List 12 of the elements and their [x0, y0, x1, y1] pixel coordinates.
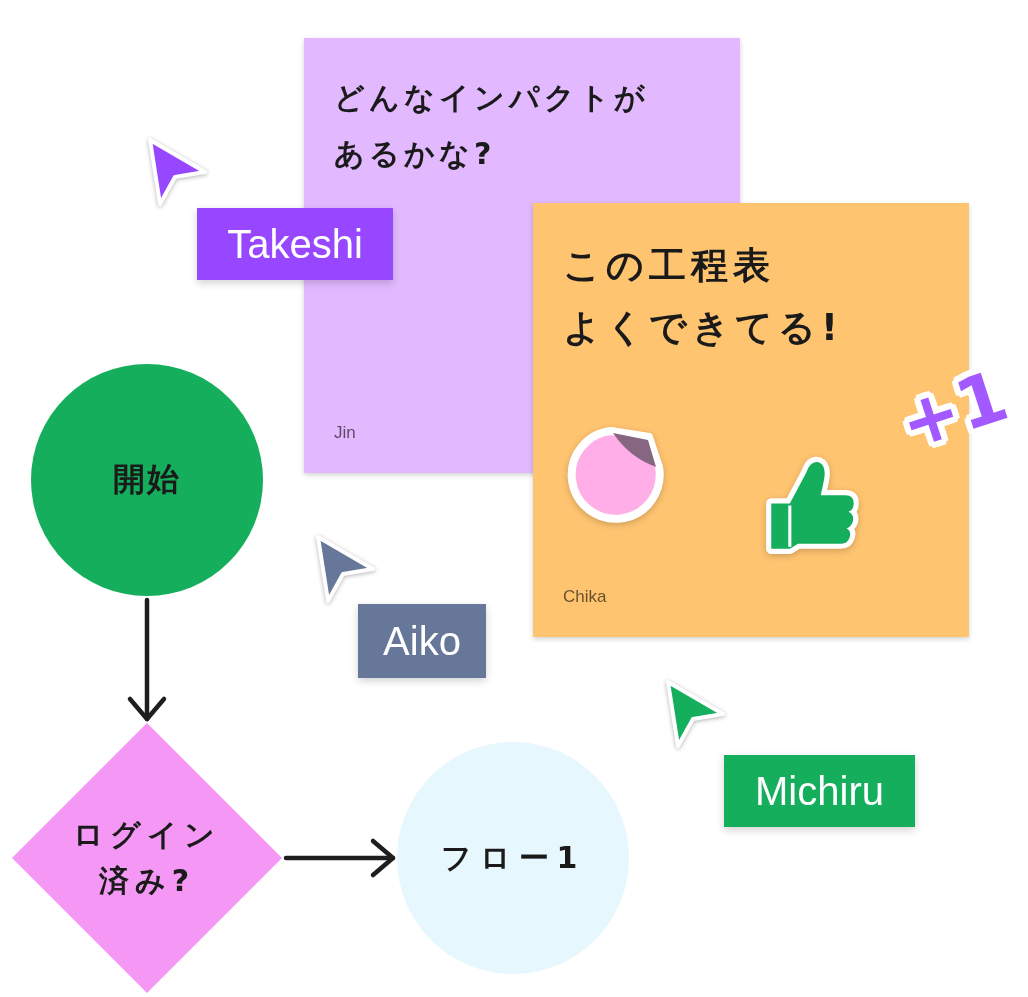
decision-diamond: ログイン済み?	[12, 723, 282, 993]
name-tag: Takeshi	[197, 208, 393, 280]
note-text: どんなインパクトがあるかな?	[334, 79, 650, 173]
sticker-label: +1	[888, 353, 1019, 468]
author-name: Chika	[563, 587, 607, 607]
arrow	[127, 597, 167, 722]
start-circle: 開始	[31, 364, 263, 596]
arrow	[283, 838, 396, 878]
note-text: この工程表よくできてる!	[563, 243, 844, 352]
name-tag: Michiru	[724, 755, 915, 827]
author-name: Jin	[334, 423, 356, 443]
name-tag: Aiko	[358, 604, 486, 678]
